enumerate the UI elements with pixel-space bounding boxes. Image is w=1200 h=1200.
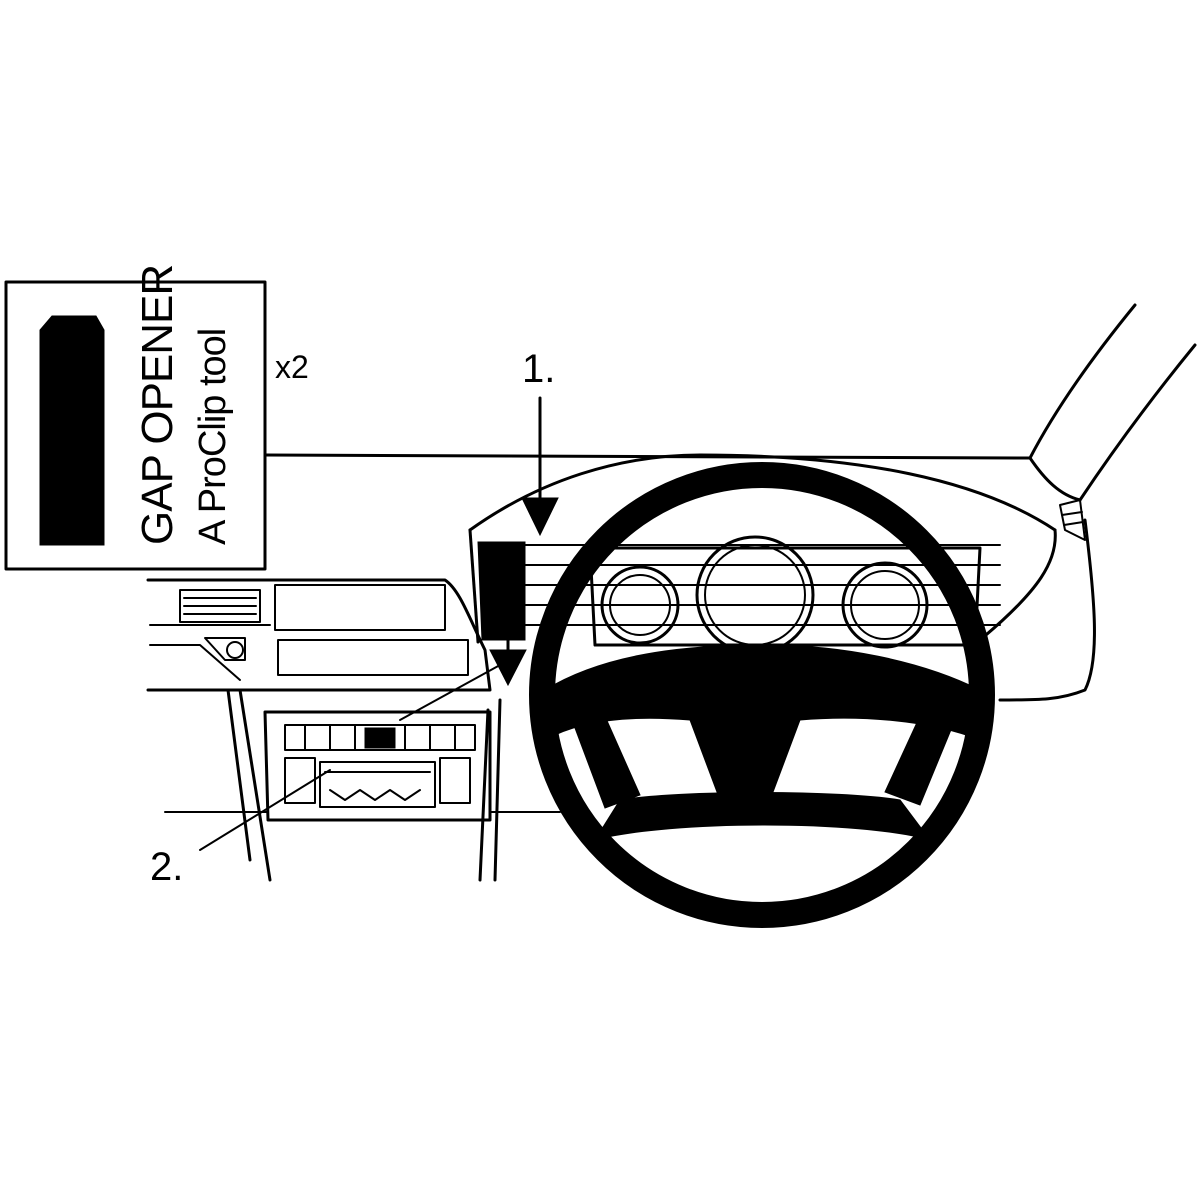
tool-quantity: x2 (275, 349, 309, 385)
tool-box: GAP OPENER A ProClip tool (4, 265, 267, 571)
speedometer-gauge (695, 535, 815, 655)
gap-opener-tool-icon (39, 315, 105, 546)
radio-unit (284, 724, 476, 751)
callout-1-guide-line (399, 664, 501, 721)
mount-bracket (477, 541, 526, 641)
tool-title: GAP OPENER (133, 265, 182, 545)
cassette-slot (319, 761, 436, 808)
left-dash-panel (146, 578, 492, 692)
center-console (226, 688, 502, 882)
steering-wheel (529, 462, 995, 928)
a-pillar (1028, 303, 1197, 541)
tachometer-gauge (600, 565, 680, 645)
fuel-gauge (841, 561, 929, 649)
tool-subtitle: A ProClip tool (192, 329, 234, 545)
tool-box-frame (4, 280, 267, 571)
callout-2-label: 2. (150, 845, 183, 889)
callout-1-label: 1. (522, 347, 555, 391)
callout-1: 1. (489, 347, 559, 687)
callout-2: 2. (150, 769, 331, 889)
